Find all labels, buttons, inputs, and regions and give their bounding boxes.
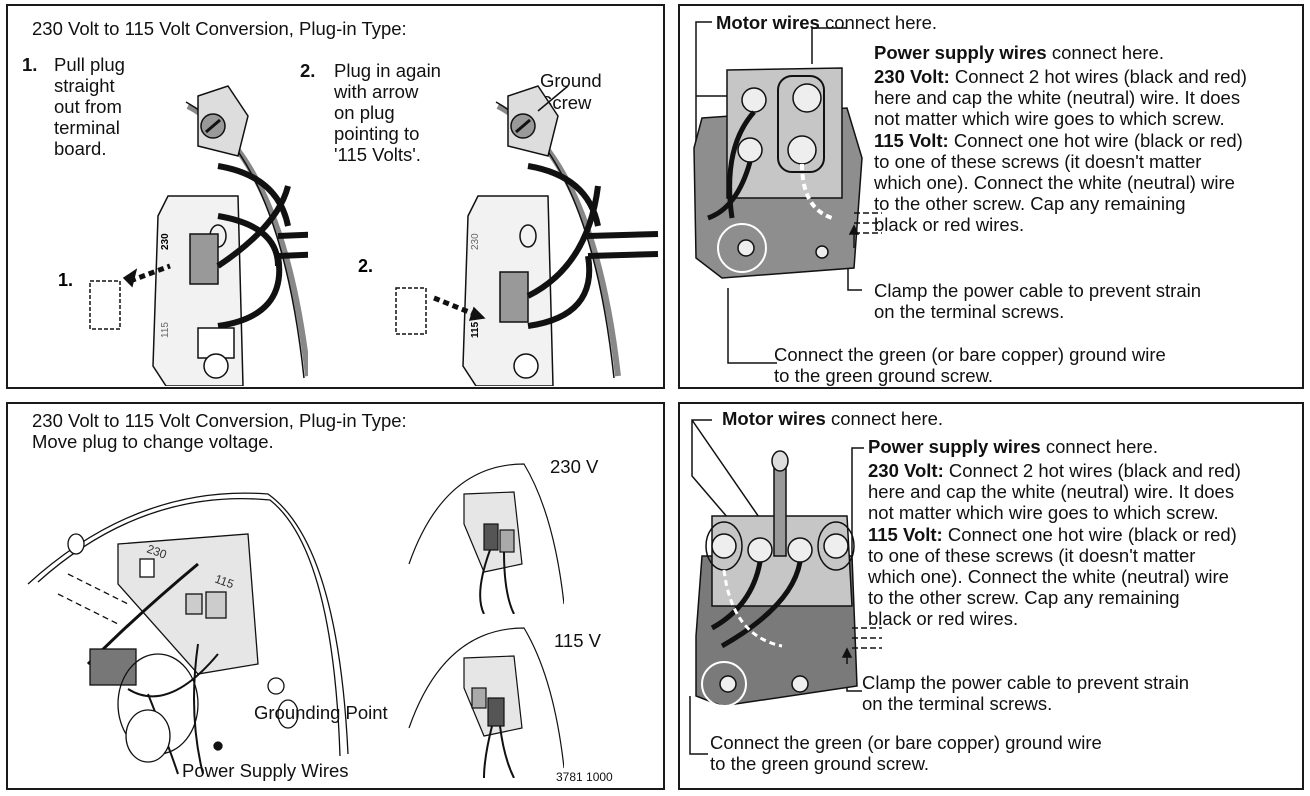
panel-plug-conversion-steps: 230 Volt to 115 Volt Conversion, Plug-in… [6, 4, 665, 389]
clamp-instruction: Clamp the power cable to prevent strain [862, 672, 1190, 693]
volt115-line: to one of these screws (it doesn't matte… [874, 151, 1202, 172]
step1-line: out from [54, 96, 122, 117]
motor-wires-label: Motor wires connect here. [722, 408, 944, 429]
board-label-230: 230 [145, 542, 169, 562]
panel-terminal-wiring-b: Motor wires connect here. Power supply w… [678, 402, 1304, 790]
plug-230v-illustration [408, 463, 564, 614]
step1-line: board. [54, 138, 107, 159]
volt115-line: which one). Connect the white (neutral) … [868, 566, 1229, 587]
panel-subtitle: Move plug to change voltage. [32, 431, 274, 452]
board-label-115: 115 [213, 572, 236, 592]
panel-title: 230 Volt to 115 Volt Conversion, Plug-in… [32, 18, 407, 39]
volt230-line: not matter which wire goes to which scre… [874, 108, 1225, 129]
terminal-board-illustration-step1: 230 115 1. [58, 85, 308, 386]
step2-number: 2. [300, 60, 316, 81]
step1-line: Pull plug [54, 54, 125, 75]
volt230-instruction: 230 Volt: Connect 2 hot wires (black and… [868, 460, 1241, 481]
terminal-block-illustration-a [693, 21, 882, 364]
volt115-line: black or red wires. [874, 214, 1025, 235]
clamp-instruction-line: on the terminal screws. [862, 693, 1053, 714]
step2-line: '115 Volts'. [334, 144, 421, 165]
panel-move-plug: 230 Volt to 115 Volt Conversion, Plug-in… [6, 402, 665, 790]
figure-code: 3781 1000 [556, 770, 613, 784]
ground-instruction-line: to the green ground screw. [710, 753, 930, 774]
step1-line: terminal [54, 117, 120, 138]
step2-line: with arrow [334, 81, 419, 102]
power-supply-label: Power supply wires connect here. [874, 42, 1164, 63]
fig-step2-marker: 2. [358, 256, 373, 276]
step1-line: straight [54, 75, 115, 96]
plug-115v-illustration [408, 627, 564, 778]
terminal-block-illustration-b [689, 419, 882, 755]
grounding-point-label: Grounding Point [254, 702, 388, 723]
board-label-115: 115 [160, 322, 171, 338]
ground-instruction: Connect the green (or bare copper) groun… [710, 732, 1102, 753]
volt115-instruction: 115 Volt: Connect one hot wire (black or… [874, 130, 1243, 151]
ground-screw-label: Ground [540, 70, 602, 91]
board-label-230: 230 [470, 233, 481, 250]
ground-instruction-line: to the green ground screw. [774, 365, 994, 386]
terminal-board-illustration-step2: 230 115 2. [358, 85, 659, 386]
clamp-instruction-line: on the terminal screws. [874, 301, 1065, 322]
clamp-instruction: Clamp the power cable to prevent strain [874, 280, 1202, 301]
board-label-115: 115 [470, 321, 481, 338]
power-supply-wires-label: Power Supply Wires [182, 760, 349, 781]
ground-instruction: Connect the green (or bare copper) groun… [774, 344, 1166, 365]
volt230-line: here and cap the white (neutral) wire. I… [868, 481, 1235, 502]
volt115-line: which one). Connect the white (neutral) … [874, 172, 1235, 193]
power-supply-label: Power supply wires connect here. [868, 436, 1158, 457]
step2-line: pointing to [334, 123, 420, 144]
step1-number: 1. [22, 54, 38, 75]
volt115-line: to the other screw. Cap any remaining [868, 587, 1180, 608]
step2-line: Plug in again [334, 60, 441, 81]
board-label-230: 230 [160, 233, 171, 250]
label-115v: 115 V [554, 630, 601, 651]
volt230-line: not matter which wire goes to which scre… [868, 502, 1219, 523]
step2-line: on plug [334, 102, 395, 123]
volt230-instruction: 230 Volt: Connect 2 hot wires (black and… [874, 66, 1247, 87]
volt115-instruction: 115 Volt: Connect one hot wire (black or… [868, 524, 1237, 545]
volt115-line: black or red wires. [868, 608, 1019, 629]
panel-terminal-wiring-a: Motor wires connect here. Power supply w… [678, 4, 1304, 389]
label-230v: 230 V [550, 456, 599, 477]
volt230-line: here and cap the white (neutral) wire. I… [874, 87, 1241, 108]
fig-step1-marker: 1. [58, 270, 73, 290]
volt115-line: to the other screw. Cap any remaining [874, 193, 1186, 214]
panel-title: 230 Volt to 115 Volt Conversion, Plug-in… [32, 410, 407, 431]
volt115-line: to one of these screws (it doesn't matte… [868, 545, 1196, 566]
motor-wires-label: Motor wires connect here. [716, 12, 938, 33]
motor-end-illustration: 230 115 [27, 492, 349, 775]
